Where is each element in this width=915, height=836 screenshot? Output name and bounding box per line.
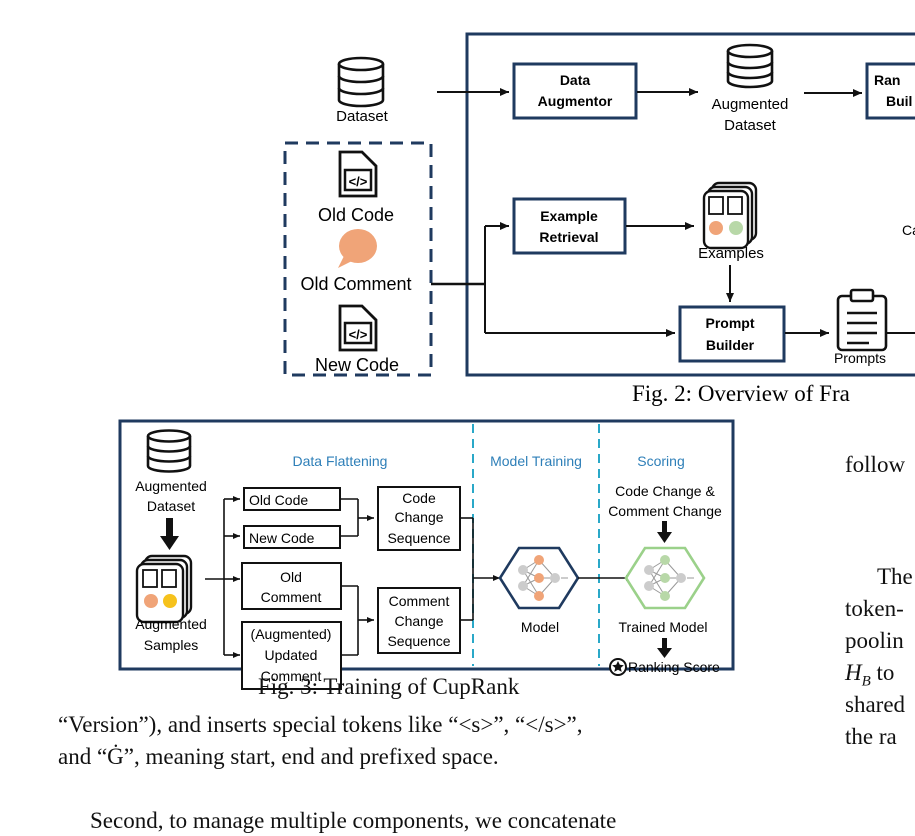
svg-text:Buil: Buil (886, 93, 912, 109)
svg-text:Ran: Ran (874, 72, 900, 88)
svg-text:Comment: Comment (261, 589, 322, 605)
section-scoring: Scoring (637, 453, 684, 469)
svg-text:Old Code: Old Code (249, 492, 308, 508)
body-text-line: and “Ġ”, meaning start, end and prefixed… (58, 744, 499, 769)
scoring-input-label: Code Change & (615, 483, 715, 499)
ranking-score-label: Ranking Score (628, 659, 720, 675)
section-model-training: Model Training (490, 453, 582, 469)
svg-text:Samples: Samples (144, 637, 198, 653)
ranker-builder-box: Ran Buil (865, 62, 915, 120)
svg-text:</>: </> (349, 327, 368, 342)
trained-model-label: Trained Model (619, 619, 708, 635)
inputs-dashed-box (283, 141, 433, 377)
fig3-caption: Fig. 3: Training of CupRank (258, 674, 520, 699)
right-column-text: The (877, 564, 913, 589)
new-code-box: New Code (243, 525, 341, 549)
prompt-builder-box: Prompt Builder (678, 305, 786, 363)
new-code-label: New Code (315, 355, 399, 375)
data-augmentor-box: Data Augmentor (512, 62, 638, 120)
down-arrow-icon (657, 521, 672, 543)
right-column-text: token- (845, 596, 904, 621)
code-file-icon: </> (338, 304, 378, 352)
body-text-line: Second, to manage multiple components, w… (90, 808, 617, 833)
svg-text:New Code: New Code (249, 530, 315, 546)
clipboard-icon (836, 288, 888, 352)
old-comment-box: Old Comment (241, 562, 342, 610)
right-column-text: the ra (845, 724, 897, 749)
svg-text:(Augmented): (Augmented) (251, 626, 332, 642)
right-column-math: HB to (845, 660, 895, 690)
svg-text:Comment: Comment (261, 668, 322, 684)
svg-text:Data: Data (560, 72, 591, 88)
svg-text:Example: Example (540, 208, 598, 224)
augmented-dataset-label: Augmented (135, 478, 207, 494)
figure-3: Data Flattening Model Training Scoring A… (118, 419, 735, 690)
comment-bubble-icon (338, 229, 377, 268)
section-data-flattening: Data Flattening (293, 453, 388, 469)
database-icon (726, 43, 774, 89)
right-column-text: poolin (845, 628, 904, 653)
database-icon (337, 56, 385, 108)
svg-text:Prompt: Prompt (706, 315, 755, 331)
body-text-line: “Version”), and inserts special tokens l… (58, 712, 583, 737)
samples-stack-icon (135, 554, 193, 624)
svg-text:Sequence: Sequence (387, 530, 450, 546)
model-label: Model (521, 619, 559, 635)
old-code-box: Old Code (243, 487, 341, 511)
svg-text:Augmentor: Augmentor (538, 93, 613, 109)
augmented-samples-label: Augmented (135, 616, 207, 632)
examples-stack-icon (702, 181, 758, 250)
svg-text:Old: Old (280, 569, 302, 585)
svg-text:Dataset: Dataset (147, 498, 195, 514)
svg-text:Updated: Updated (265, 647, 318, 663)
model-network-icon (498, 546, 580, 610)
svg-text:Change: Change (394, 613, 443, 629)
old-comment-label: Old Comment (300, 274, 411, 294)
figure-2: Dataset Data Augmentor Augmented Dataset… (283, 32, 915, 406)
prompts-label: Prompts (834, 350, 886, 366)
trained-model-network-icon (624, 546, 706, 610)
updated-comment-box: (Augmented) Updated Comment (241, 621, 342, 690)
svg-text:</>: </> (349, 174, 368, 189)
svg-text:Code: Code (402, 490, 436, 506)
examples-label: Examples (698, 245, 764, 262)
candidates-partial-label: Ca (902, 222, 915, 238)
right-column-text: follow (845, 452, 906, 477)
dataset-label: Dataset (336, 108, 389, 125)
svg-text:Dataset: Dataset (724, 117, 777, 134)
down-arrow-icon (657, 638, 672, 658)
code-change-sequence-box: Code Change Sequence (377, 486, 461, 551)
svg-text:Comment: Comment (389, 593, 450, 609)
fig2-caption: Fig. 2: Overview of Fra (632, 381, 850, 406)
down-arrow-icon (160, 518, 179, 550)
comment-change-sequence-box: Comment Change Sequence (377, 587, 461, 654)
old-code-label: Old Code (318, 205, 394, 225)
star-badge-icon (609, 658, 627, 676)
fig3-frame (118, 419, 735, 671)
svg-text:Comment Change: Comment Change (608, 503, 722, 519)
right-column-text: shared (845, 692, 906, 717)
example-retrieval-box: Example Retrieval (512, 197, 627, 255)
svg-text:Change: Change (394, 509, 443, 525)
database-icon (146, 429, 192, 473)
augmented-dataset-label: Augmented (712, 96, 789, 113)
svg-text:Sequence: Sequence (387, 633, 450, 649)
svg-text:Retrieval: Retrieval (539, 229, 598, 245)
svg-text:Builder: Builder (706, 337, 755, 353)
framework-box (465, 32, 915, 377)
code-file-icon: </> (338, 150, 378, 198)
